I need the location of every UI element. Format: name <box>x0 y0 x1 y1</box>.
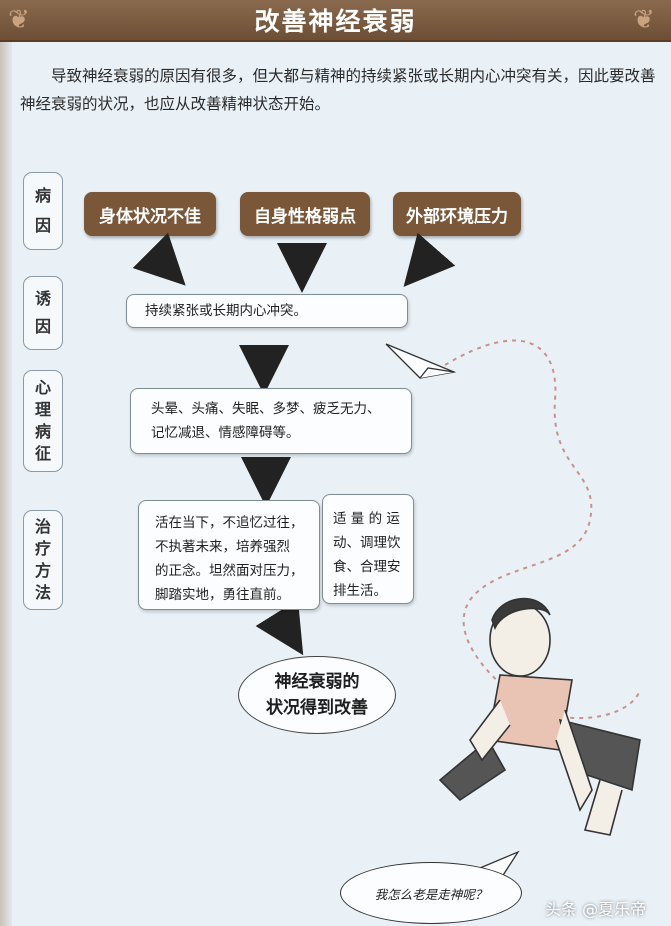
result-ellipse: 神经衰弱的 状况得到改善 <box>238 656 396 734</box>
label-char: 方 <box>34 561 51 580</box>
boy-illustration <box>438 597 641 836</box>
result-line: 状况得到改善 <box>266 698 368 718</box>
trigger-text: 持续紧张或长期内心冲突。 <box>145 303 307 319</box>
watermark: 头条 @夏乐帝 <box>545 900 647 919</box>
label-char: 因 <box>34 317 51 336</box>
treatment-line: 排生活。 <box>333 583 387 599</box>
cause-box-environment: 外部环境压力 <box>393 192 521 236</box>
treatment-line: 适 量 的 运 <box>333 511 400 527</box>
label-symptom: 心 理 病 征 <box>23 370 63 472</box>
treatment-box-mind: 活在当下，不追忆过往， 不执著未来，培养强烈 的正念。坦然面对压力， 脚踏实地，… <box>138 500 320 610</box>
ornament-right-icon: ❦ <box>633 5 655 35</box>
result-line: 神经衰弱的 <box>274 672 360 692</box>
dotted-trail <box>444 339 641 720</box>
label-cause: 病 因 <box>23 172 63 250</box>
treatment-line: 的正念。坦然面对压力， <box>155 563 304 579</box>
treatment-line: 活在当下，不追忆过往， <box>155 515 304 531</box>
paper-plane-icon <box>385 343 457 379</box>
trigger-box: 持续紧张或长期内心冲突。 <box>126 294 408 328</box>
page-title: 改善神经衰弱 <box>254 7 417 36</box>
label-char: 诱 <box>34 289 51 308</box>
symptom-line: 头晕、头痛、失眠、多梦、疲乏无力、 <box>151 401 381 417</box>
label-char: 理 <box>34 400 51 419</box>
label-char: 病 <box>34 422 51 441</box>
label-char: 心 <box>34 378 51 397</box>
label-trigger: 诱 因 <box>23 276 63 350</box>
ornament-left-icon: ❦ <box>8 5 30 35</box>
symptom-line: 记忆减退、情感障碍等。 <box>151 425 300 441</box>
label-char: 征 <box>34 444 51 463</box>
arrow-down-right-icon <box>255 599 304 656</box>
arrow-down-right-icon <box>132 232 186 286</box>
treatment-line: 动、调理饮 <box>333 535 401 551</box>
speech-bubble: 我怎么老是走神呢？ <box>340 862 522 924</box>
page-edge <box>0 0 12 926</box>
treatment-line: 脚踏实地，勇往直前。 <box>155 587 290 603</box>
intro-paragraph: 导致神经衰弱的原因有很多，但大都与精神的持续紧张或长期内心冲突有关，因此要改善神… <box>20 67 656 113</box>
label-char: 法 <box>34 583 51 602</box>
treatment-line: 不执著未来，培养强烈 <box>155 539 290 555</box>
cause-box-body: 身体状况不佳 <box>84 192 216 236</box>
label-char: 治 <box>34 517 51 536</box>
label-char: 疗 <box>34 539 51 558</box>
symptom-box: 头晕、头痛、失眠、多梦、疲乏无力、 记忆减退、情感障碍等。 <box>130 388 412 454</box>
arrow-down-left-icon <box>403 232 456 287</box>
treatment-line: 食、合理安 <box>333 559 401 575</box>
label-treatment: 治 疗 方 法 <box>23 510 63 610</box>
label-char: 病 <box>34 186 51 205</box>
label-char: 因 <box>34 216 51 235</box>
speech-text: 我怎么老是走神呢？ <box>374 886 488 902</box>
treatment-box-body: 适 量 的 运 动、调理饮 食、合理安 排生活。 <box>322 494 414 604</box>
cause-box-personality: 自身性格弱点 <box>240 192 370 236</box>
header-banner: ❦ 改善神经衰弱 ❦ <box>0 0 671 42</box>
